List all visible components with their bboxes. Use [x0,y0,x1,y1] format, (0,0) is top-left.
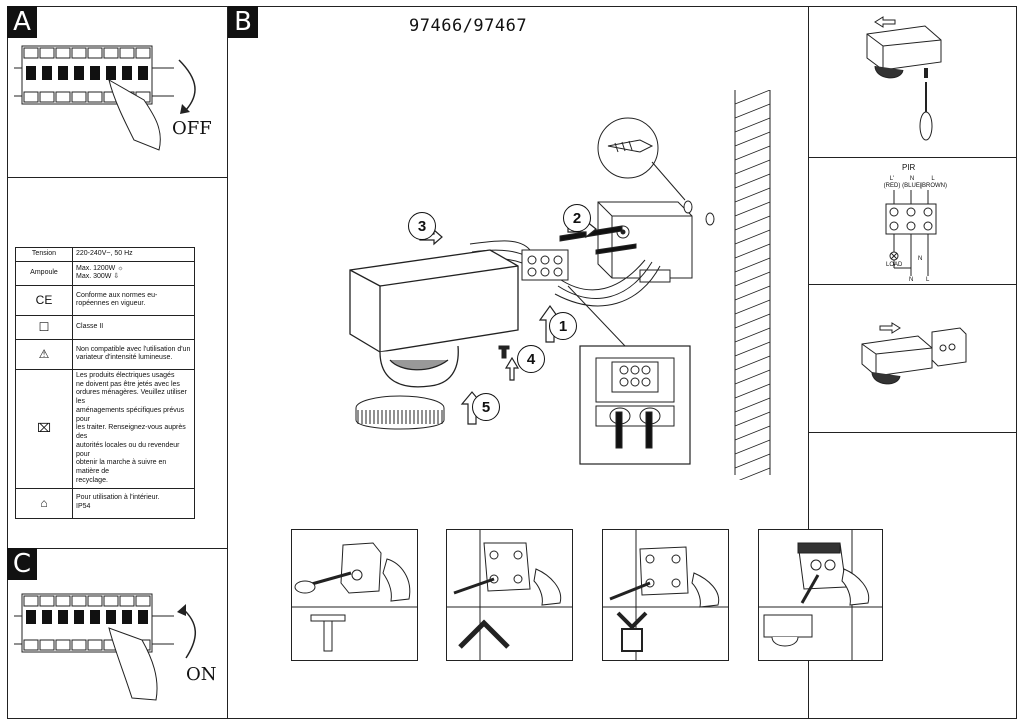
spec-value: Conforme aux normes eu- ropéennes en vig… [72,284,195,316]
pir-n-arrow-label: N [918,256,923,262]
wall-hatch-line [734,397,771,413]
wall-hatch-line [734,243,771,259]
spec-value: Max. 1200W ☼ Max. 300W ⇩ [72,260,195,286]
panel-a-badge: A [7,6,37,38]
spec-row: ☐Classe II [15,314,195,340]
wall-hatch-line [734,355,771,371]
sensor-reattach-illustration [861,322,967,385]
wall-hatch-line [734,341,771,357]
spec-key: CE [15,284,73,316]
spec-value: Les produits électriques usagés ne doive… [72,368,195,489]
wall-hatch-line [734,131,771,147]
spec-value: 220-240V~, 50 Hz [72,247,195,262]
spec-row: ⚠Non compatible avec l'utilisation d'un … [15,338,195,370]
mounting-step-2 [446,529,573,661]
wall-hatch-line [734,285,771,301]
wall-hatch-line [734,145,771,161]
pir-n-label: N (BLUE) [902,176,922,189]
model-title: 97466/97467 [409,16,528,36]
wall-hatch-line [734,411,771,427]
step-1-badge: 1 [549,312,577,340]
spec-row: ⌂Pour utilisation à l'intérieur. IP54 [15,487,195,519]
spec-key: Ampoule [15,260,73,286]
panel-c-frame [7,548,228,719]
pir-n-bottom-label: N [909,277,914,283]
wall-hatch-line [734,90,771,105]
wall-hatch-line [734,103,771,119]
wall-hatch-line [734,201,771,217]
mounting-step-3 [602,529,729,661]
right-panels-frame [808,6,1017,433]
wall-hatch-line [734,425,771,441]
pir-title: PIR [902,163,916,172]
wall-hatch-line [734,159,771,175]
right-divider-1 [808,157,1017,158]
right-divider-2 [808,284,1017,285]
sensor-removal-illustration [866,16,942,141]
spec-row: ⌧Les produits électriques usagés ne doiv… [15,368,195,489]
step-2-badge: 2 [563,204,591,232]
wall-hatch-line [734,229,771,245]
wall-hatch-line [734,187,771,203]
breaker-on-illustration [14,593,196,701]
lens-ring [355,395,445,430]
step-4-badge: 4 [517,345,545,373]
wall-junction-box [597,201,693,283]
wall-hatch-line [734,439,771,455]
pir-wiring-diagram [885,190,937,276]
pir-l1-label: L' (RED) [883,176,901,189]
wall-hatch-line [734,369,771,385]
wall-hatch-line [734,299,771,315]
step-5-badge: 5 [472,393,500,421]
wall-hatch-line [734,271,771,287]
wall-hatch-line [734,453,771,469]
wall-hatch-line [734,383,771,399]
wall-hatch-line [734,215,771,231]
off-label: OFF [172,118,212,139]
spec-key: ⌧ [15,368,73,489]
spec-value: Pour utilisation à l'intérieur. IP54 [72,487,195,519]
wall-hatch-line [734,257,771,273]
wall-hatch-line [734,313,771,329]
mounting-step-4 [758,529,883,661]
terminal-block [521,249,569,281]
pir-l-label: L (BROWN) [920,176,947,189]
pir-sensor-housing [349,249,519,388]
panel-b-badge: B [228,6,258,38]
spec-key: ⚠ [15,338,73,370]
spec-key: Tension [15,247,73,262]
exploded-assembly-diagram [349,90,771,480]
mounting-step-1 [291,529,418,661]
spec-value: Classe II [72,314,195,340]
pir-l-bottom-label: L [926,277,930,283]
step-3-badge: 3 [408,212,436,240]
on-label: ON [186,664,217,685]
dowel-callout [597,117,686,201]
terminal-detail-inset [567,285,691,465]
wall-hatch [734,90,771,475]
spec-value: Non compatible avec l'utilisation d'un v… [72,338,195,370]
pir-load-label: LOAD [886,262,903,268]
wall-hatch-line [734,173,771,189]
panel-c-badge: C [7,548,37,580]
wall-hatch-line [734,327,771,343]
wall-hatch-line [738,467,771,480]
spec-key: ⌂ [15,487,73,519]
breaker-off-illustration [14,45,196,151]
wall-hatch-line [734,117,771,133]
spec-key: ☐ [15,314,73,340]
